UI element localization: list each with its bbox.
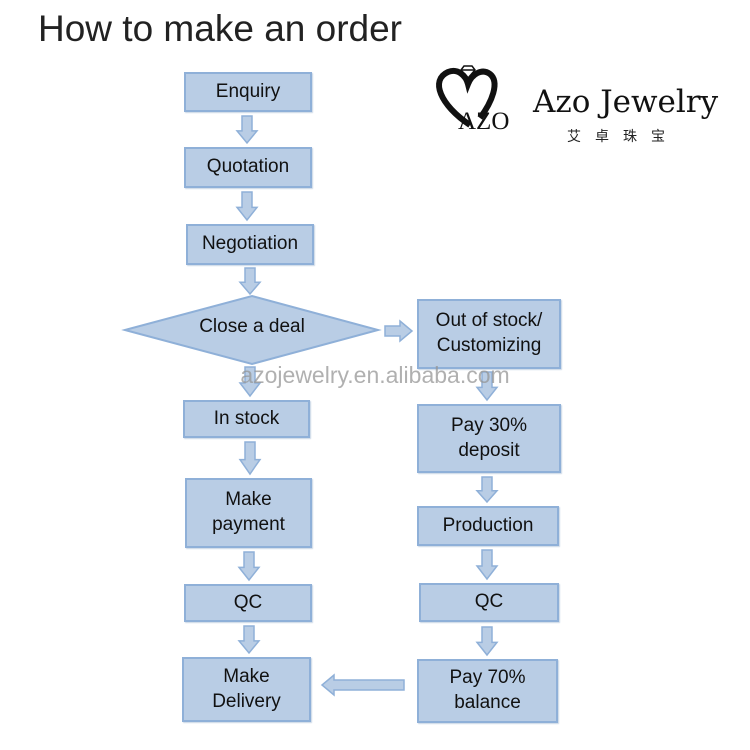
step-negotiation: Negotiation	[186, 224, 314, 265]
step-qc-right: QC	[419, 583, 559, 622]
arrow-down-icon	[235, 115, 259, 145]
step-pay-70: Pay 70% balance	[417, 659, 558, 723]
arrow-down-icon	[238, 267, 262, 296]
arrow-down-icon	[235, 191, 259, 222]
step-make-delivery: Make Delivery	[182, 657, 311, 722]
arrow-down-icon	[475, 626, 499, 657]
step-quotation: Quotation	[184, 147, 312, 188]
arrow-down-icon	[238, 441, 262, 476]
arrow-down-icon	[475, 549, 499, 581]
arrow-down-icon	[475, 476, 499, 504]
step-enquiry: Enquiry	[184, 72, 312, 112]
logo-mark: AZO	[458, 108, 510, 135]
arrow-down-icon	[238, 366, 262, 398]
logo-diamond-icon	[460, 65, 476, 80]
arrow-left-icon	[320, 673, 405, 697]
step-production: Production	[417, 506, 559, 546]
step-in-stock: In stock	[183, 400, 310, 438]
watermark: azojewelry.en.alibaba.com	[240, 362, 510, 388]
step-qc-left: QC	[184, 584, 312, 622]
arrow-down-icon	[475, 371, 499, 402]
step-pay-30: Pay 30% deposit	[417, 404, 561, 473]
logo-chinese: 艾卓珠宝	[567, 128, 679, 144]
step-out-of-stock: Out of stock/ Customizing	[417, 299, 561, 369]
arrow-down-icon	[237, 625, 261, 655]
page-title: How to make an order	[38, 8, 403, 49]
arrow-down-icon	[237, 551, 261, 582]
decision-close-deal: Close a deal	[199, 316, 305, 337]
logo-heart-icon	[436, 68, 498, 128]
step-make-payment: Make payment	[185, 478, 312, 548]
arrow-right-icon	[384, 319, 414, 343]
decision-diamond	[121, 294, 382, 366]
logo-name: Azo Jewelry	[533, 84, 719, 120]
